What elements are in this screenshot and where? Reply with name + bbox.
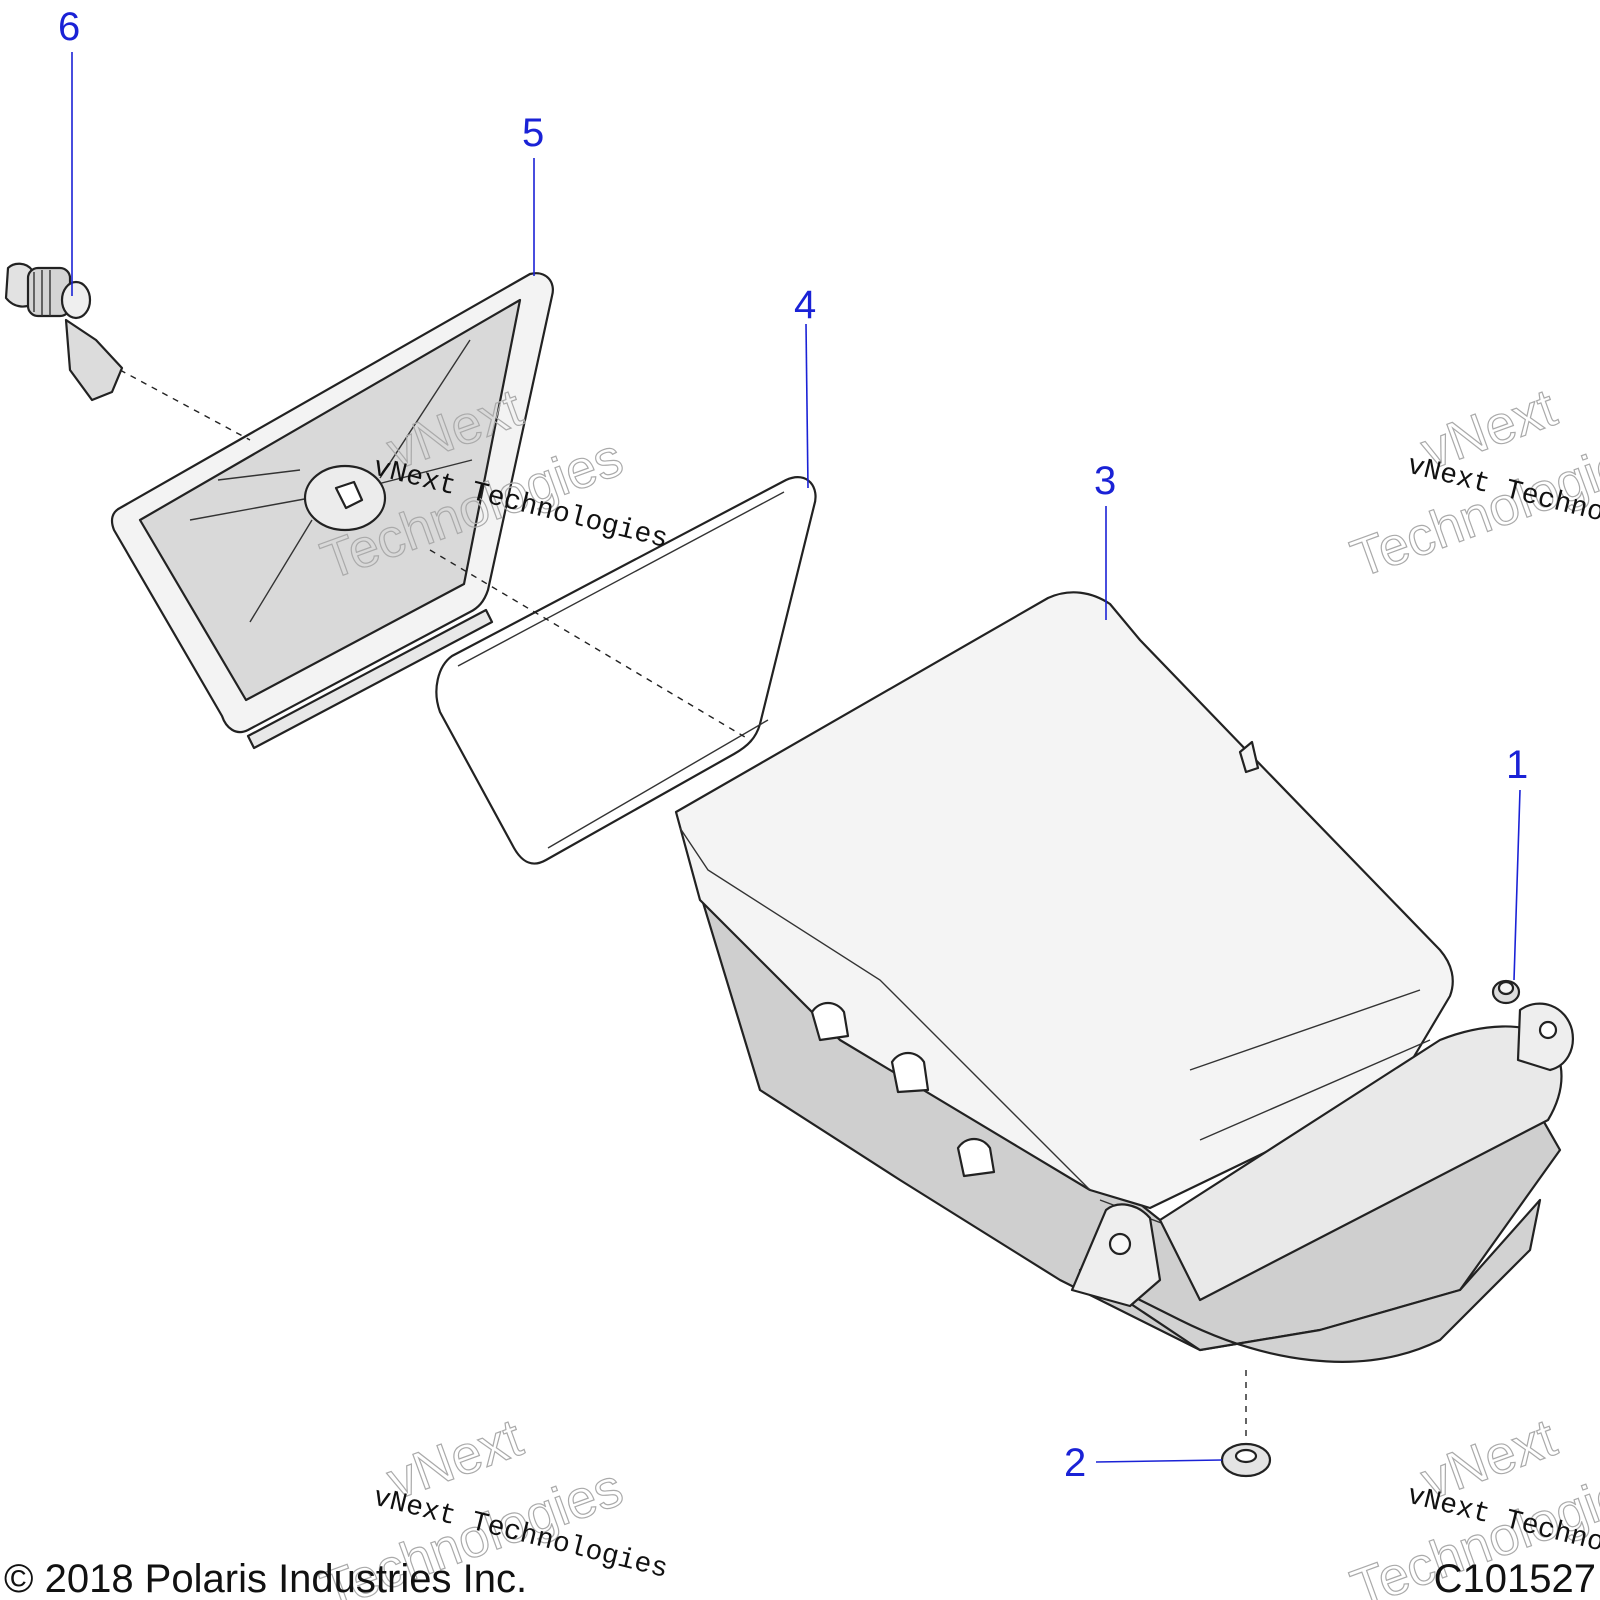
callout-5-label: 5 <box>522 111 544 155</box>
part-3-box <box>674 591 1574 1363</box>
callout-3: 3 <box>1094 459 1116 620</box>
part-4-seal <box>435 476 817 865</box>
figure-id: C101527 <box>1434 1557 1596 1600</box>
callout-4-label: 4 <box>794 283 816 327</box>
callout-6-label: 6 <box>58 5 80 49</box>
callout-4: 4 <box>794 283 816 489</box>
callout-3-label: 3 <box>1094 459 1116 503</box>
callout-1: 1 <box>1506 743 1528 981</box>
callout-2: 2 <box>1064 1441 1223 1485</box>
watermark-2: vNext Technologies vNext Technologies <box>1343 377 1600 590</box>
part-6-latch <box>4 262 124 402</box>
part-1-fastener <box>1491 979 1521 1005</box>
callout-2-label: 2 <box>1064 1441 1086 1485</box>
callout-1-label: 1 <box>1506 743 1528 787</box>
callout-5: 5 <box>522 111 544 276</box>
assembly-lines <box>119 369 1247 1440</box>
part-5-lid <box>110 272 554 750</box>
part-2-grommet <box>1220 1442 1272 1478</box>
copyright-text: © 2018 Polaris Industries Inc. <box>4 1557 527 1600</box>
callout-6: 6 <box>58 5 80 296</box>
